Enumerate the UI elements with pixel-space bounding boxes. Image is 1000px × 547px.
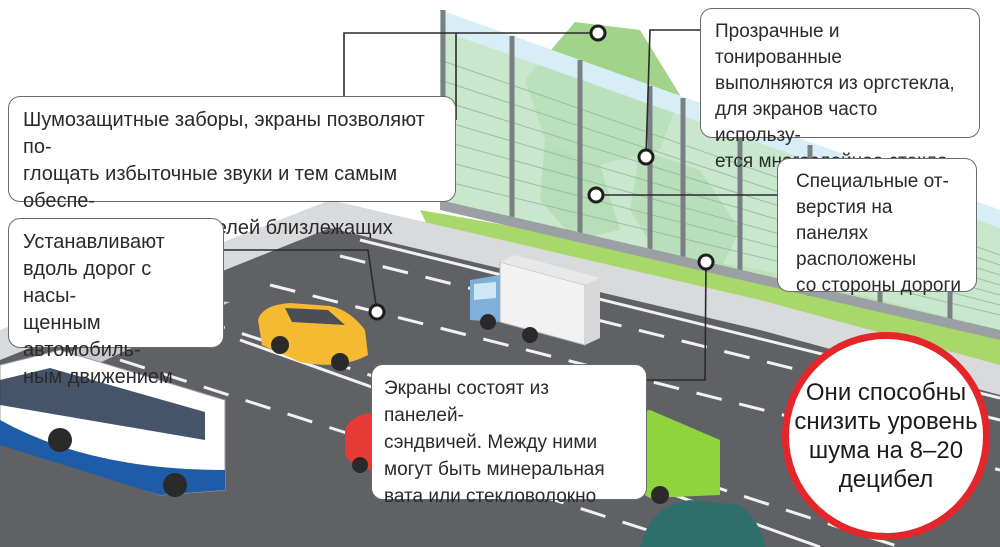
- anchor-dot-plexi: [637, 148, 655, 166]
- callout-noise-fences: Шумозащитные заборы, экраны позволяют по…: [8, 96, 456, 266]
- anchor-dot-road: [368, 303, 386, 321]
- teal-car: [640, 500, 765, 547]
- delivery-truck: [470, 255, 600, 346]
- anchor-dots: [368, 24, 715, 321]
- callout-sandwich-panels: Экраны состоят из панелей- сэндвичей. Ме…: [371, 364, 647, 507]
- anchor-dot-holes: [587, 186, 605, 204]
- taxi: [258, 303, 368, 371]
- callout-busy-roads: Устанавливают вдоль дорог с насы- щенным…: [8, 218, 224, 388]
- red-car: [345, 412, 375, 473]
- leader-lines: [224, 29, 777, 381]
- bus: [0, 349, 226, 497]
- noise-reduction-badge: Они способны снизить уровень шума на 8–2…: [782, 332, 990, 540]
- callout-plexiglass: Прозрачные и тонированные выполняются из…: [700, 8, 980, 172]
- callout-panel-holes: Специальные от- верстия на панелях распо…: [777, 158, 977, 296]
- anchor-dot-panels: [697, 253, 715, 271]
- anchor-dot-fence: [589, 24, 607, 42]
